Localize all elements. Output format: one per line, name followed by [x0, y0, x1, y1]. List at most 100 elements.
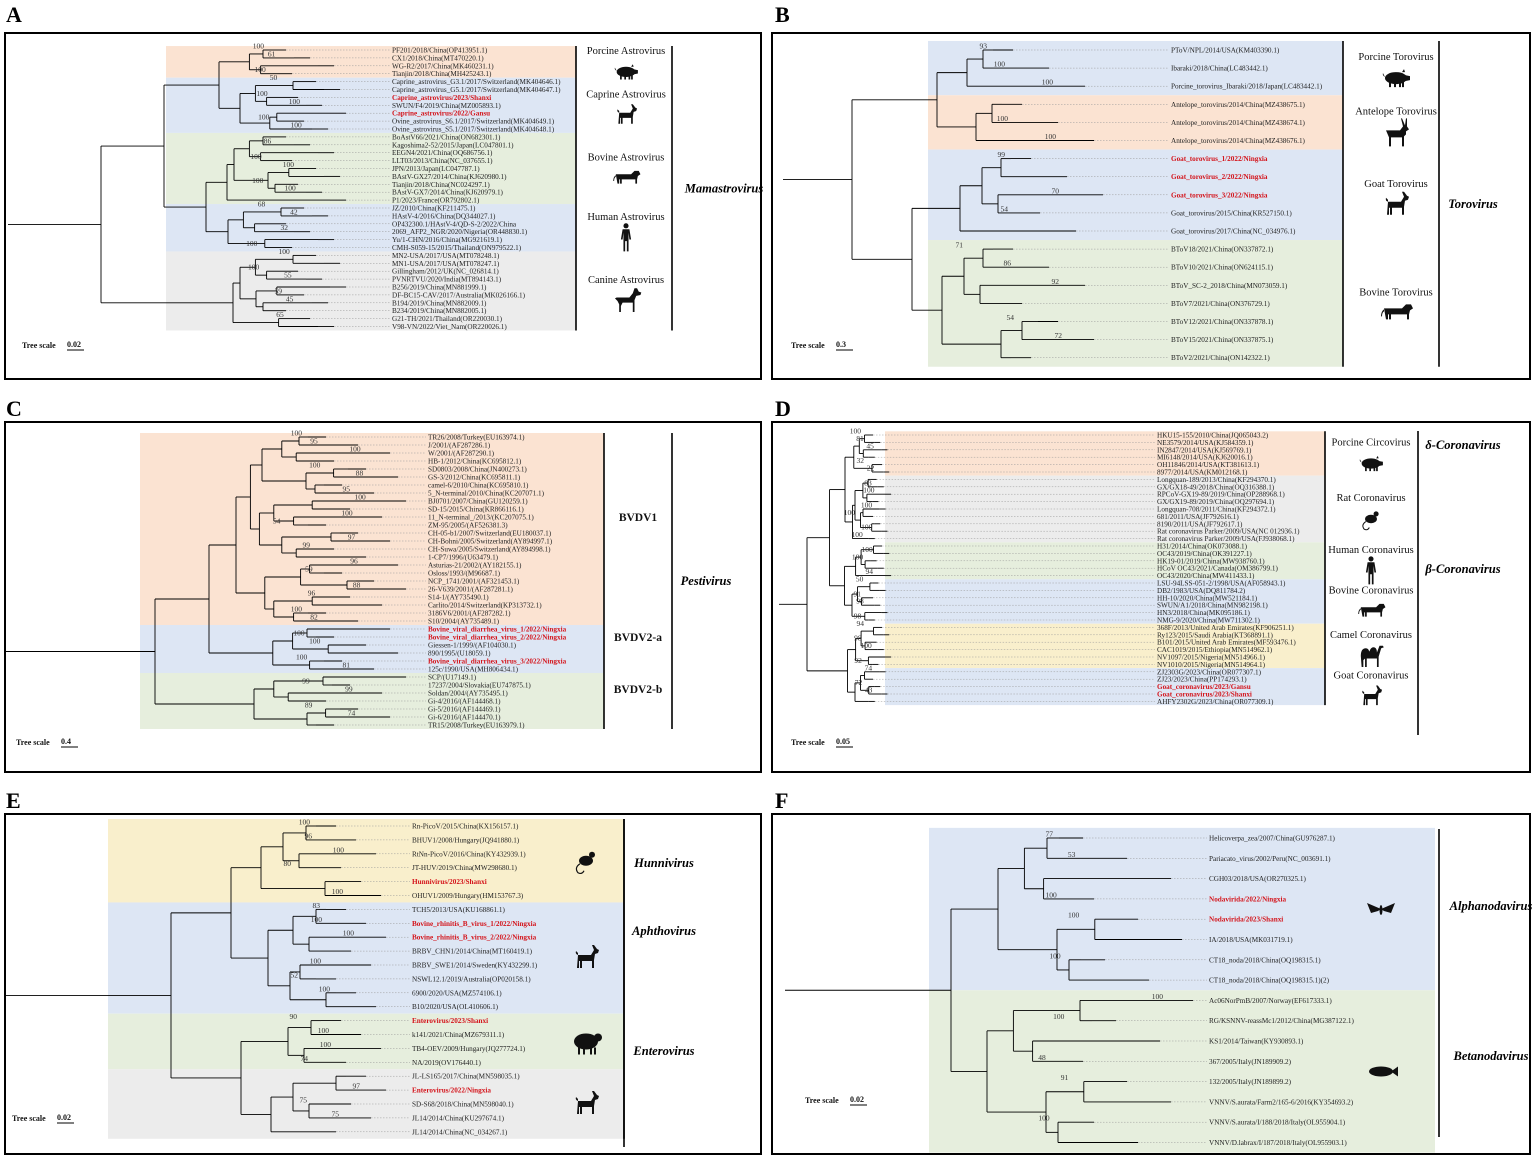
bootstrap-value: 81: [856, 434, 864, 443]
leaf-label: BToV15/2021/China(ON337875.1): [1171, 336, 1274, 344]
clade-label: Goat Torovirus: [1364, 179, 1428, 190]
bootstrap-value: 94: [857, 619, 865, 628]
clade-box-4: [885, 579, 1325, 624]
bootstrap-value: 100: [289, 97, 301, 106]
leaf-label: Caprine_astrovirus/2022/Gansu: [392, 110, 490, 118]
bootstrap-value: 70: [1052, 186, 1060, 195]
leaf-label: Ovine_astrovirus_S6.1/2017/Switzerland(M…: [392, 118, 555, 126]
leaf-label: BAstV-GX27/2014/China(KJ620980.1): [392, 173, 507, 181]
clade-box-2: [929, 990, 1435, 1153]
leaf-label: Antelope_torovirus/2014/China(MZ438675.1…: [1171, 101, 1306, 109]
panel-e-frame: Rn-PicoV/2015/China(KX156157.1)BHUV1/200…: [4, 813, 762, 1155]
leaf-label: BJ0701/2007/China(GU120259.1): [428, 498, 528, 506]
leaf-label: JL14/2014/China(NC_034267.1): [412, 1128, 508, 1136]
leaf-label: DF-BC15-CAV/2017/Australia(MK026166.1): [392, 291, 526, 299]
tree-scale-label: Tree scale: [791, 738, 825, 747]
leaf-label: ZJ2303G/2023/China(OR077307.1): [1157, 668, 1262, 676]
leaf-label: Nodavirida/2023/Shanxi: [1209, 916, 1283, 924]
clade-label: Porcine Circovirus: [1331, 438, 1410, 449]
bootstrap-value: 48: [1038, 1053, 1046, 1062]
cow-icon: [1381, 304, 1413, 320]
leaf-label: Bovine_rhinitis_B_virus_2/2022/Ningxia: [412, 934, 537, 942]
clade-box-5: [166, 251, 576, 331]
clade-box-3: [108, 1013, 624, 1070]
leaf-label: CAC1019/2015/Ethiopia(MN514962.1): [1157, 646, 1273, 654]
leaf-label: EEGN4/2021/China(OQ686756.1): [392, 149, 493, 157]
bootstrap-value: 99: [998, 150, 1006, 159]
leaf-label: SD0803/2008/China(JN400273.1): [428, 466, 527, 474]
clade-label: Caprine Astrovirus: [586, 89, 666, 100]
leaf-label: Porcine_torovirus_Ibaraki/2018/Japan(LC4…: [1171, 83, 1323, 91]
moth-icon: [1367, 903, 1395, 916]
bootstrap-value: 52: [291, 970, 299, 979]
leaf-label: Bovine_viral_diarrhea_virus_1/2022/Ningx…: [428, 626, 567, 634]
leaf-label: GS-3/2012/China(KC695811.1): [428, 474, 521, 482]
leaf-label: GX/GX18-49/2018/China(OQ316388.1): [1157, 483, 1275, 491]
bootstrap-value: 80: [284, 859, 292, 868]
tree-scale-value: 0.02: [850, 1095, 864, 1104]
leaf-label: BToV12/2021/China(ON337878.1): [1171, 318, 1274, 326]
leaf-label: KS1/2014/Taiwan(KY930893.1): [1209, 1038, 1304, 1046]
leaf-label: NMG-9/2020/China(MW711302.1): [1157, 617, 1261, 625]
panel-b-frame: PToV/NPL/2014/USA(KM403390.1)Ibaraki/201…: [771, 32, 1531, 380]
panel-letter-d: D: [775, 396, 791, 421]
leaf-label: NCP_1741/2001/(AF321453.1): [428, 578, 520, 586]
leaf-label: k141/2021/China(MZ679311.1): [412, 1031, 505, 1039]
bootstrap-value: 22: [867, 464, 875, 473]
bootstrap-value: 100: [296, 653, 308, 662]
bootstrap-value: 88: [356, 469, 364, 478]
bootstrap-value: 95: [343, 485, 351, 494]
leaf-label: Gi-4/2016/(AF144468.1): [428, 698, 501, 706]
leaf-label: PToV/NPL/2014/USA(KM403390.1): [1171, 47, 1280, 55]
leaf-label: Antelope_torovirus/2014/China(MZ438676.1…: [1171, 137, 1306, 145]
fish-icon: [1369, 1066, 1398, 1077]
bootstrap-value: 100: [863, 486, 875, 495]
leaf-label: Gi-6/2016/(AF144470.1): [428, 714, 501, 722]
bootstrap-value: 100: [310, 957, 322, 966]
bootstrap-value: 59: [305, 565, 313, 574]
bootstrap-value: 100: [1046, 890, 1058, 899]
leaf-label: SWUN/F4/2019/China(MZ005893.1): [392, 102, 501, 110]
leaf-label: B256/2019/China(MN881999.1): [392, 284, 487, 292]
bootstrap-value: 74: [348, 709, 356, 718]
leaf-label: S10/2004/(AY735489.1): [428, 618, 500, 626]
leaf-label: JZ/2010/China(KF211475.1): [392, 205, 476, 213]
panel-letter-b: B: [775, 2, 790, 27]
leaf-label: Goat_torovirus_3/2022/Ningxia: [1171, 191, 1268, 199]
bootstrap-value: 86: [1004, 259, 1012, 268]
leaf-label: Goat_coronavirus/2023/Shanxi: [1157, 691, 1252, 699]
leaf-label: B10/2020/USA(OL410606.1): [412, 1003, 499, 1011]
bootstrap-value: 42: [290, 207, 298, 216]
bootstrap-value: 98: [854, 612, 862, 621]
leaf-label: Giessen-1/1999/(AF104030.1): [428, 642, 517, 650]
bootstrap-value: 92: [854, 656, 862, 665]
leaf-label: Yu/1-CHN/2016/China(MG921619.1): [392, 236, 503, 244]
leaf-label: Ovine_astrovirus_S5.1/2017/Switzerland(M…: [392, 126, 555, 134]
tree-scale-label: Tree scale: [16, 738, 50, 747]
bootstrap-value: 72: [855, 678, 863, 687]
leaf-label: Osloss/1993/(M96687.1): [428, 570, 501, 578]
genus-label: Torovirus: [1448, 197, 1498, 211]
clade-label: Bovine Coronavirus: [1329, 586, 1414, 597]
leaf-label: HCoV OC43/2021/Canada(OM386799.1): [1157, 565, 1278, 573]
leaf-label: LSU-94LSS-051-2/1998/USA(AF058943.1): [1157, 580, 1286, 588]
panel-letter-f: F: [775, 788, 789, 813]
bootstrap-value: 100: [279, 247, 291, 256]
leaf-label: SD-15/2015/China(KR866116.1): [428, 506, 524, 514]
bootstrap-value: 61: [268, 49, 276, 58]
tree-scale-value: 0.02: [67, 340, 81, 349]
leaf-label: LLT03/2013/China(NC_037655.1): [392, 157, 493, 165]
leaf-label: IA/2018/USA(MK031719.1): [1209, 936, 1293, 944]
leaf-label: RG/KSNNV-reassMc1/2012/China(MG387122.1): [1209, 1017, 1354, 1025]
leaf-label: TR26/2008/Turkey(EU163974.1): [428, 434, 525, 442]
bootstrap-value: 100: [349, 445, 361, 454]
leaf-label: BRBV_CHN1/2014/China(MT160419.1): [412, 948, 533, 956]
leaf-label: PF201/2018/China(OP413951.1): [392, 47, 488, 55]
leaf-label: HKU15-155/2010/China(JQ065043.2): [1157, 432, 1269, 440]
bootstrap-value: 100: [299, 818, 311, 827]
leaf-label: CT18_noda/2018/China(OQ198315.1): [1209, 956, 1321, 964]
leaf-label: camel-6/2010/China(KC695810.1): [428, 482, 529, 490]
leaf-label: TCH5/2013/USA(KU168861.1): [412, 906, 505, 914]
leaf-label: Longquan-189/2013/China(KF294370.1): [1157, 476, 1276, 484]
panel-c-frame: TR26/2008/Turkey(EU163974.1)J/2001/(AF28…: [4, 421, 762, 773]
